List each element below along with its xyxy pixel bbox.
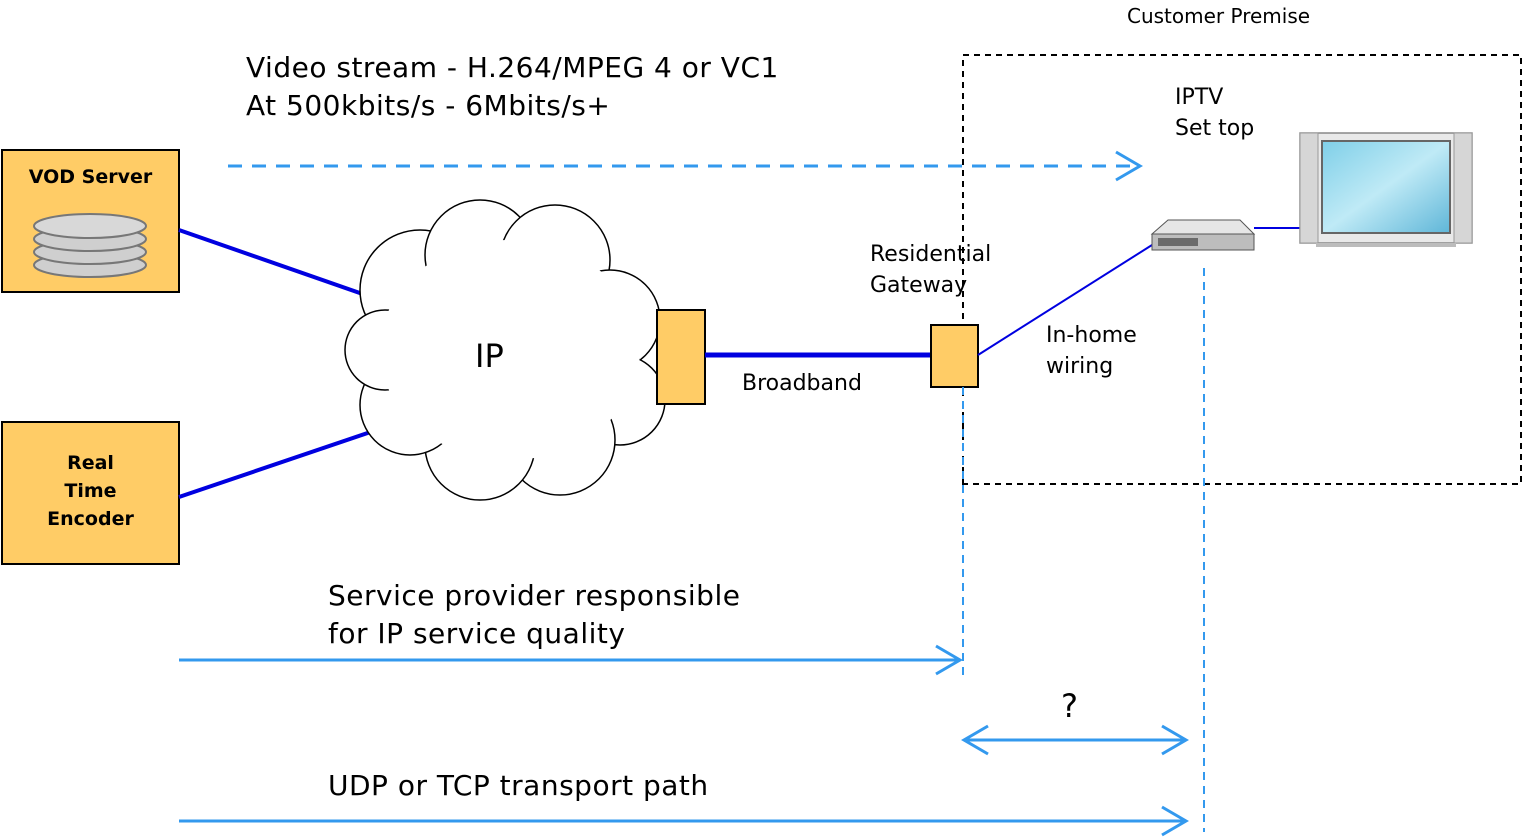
encoder-line3: Encoder <box>47 508 134 530</box>
residential-gateway-box <box>930 324 979 388</box>
database-icon <box>33 213 147 278</box>
gateway-label-line2: Gateway <box>870 273 968 298</box>
video-stream-arrow <box>228 150 1143 182</box>
unknown-segment-arrow <box>961 724 1189 756</box>
video-stream-line2: At 500kbits/s - 6Mbits/s+ <box>246 89 611 122</box>
ip-cloud <box>344 199 666 501</box>
transport-label: UDP or TCP transport path <box>328 769 709 802</box>
broadband-label: Broadband <box>742 371 862 396</box>
encoder-line1: Real <box>67 452 114 474</box>
question-label: ? <box>1061 687 1078 725</box>
wiring-label-line1: In-home <box>1046 323 1137 348</box>
provider-label-line2: for IP service quality <box>328 617 626 650</box>
customer-premise-label: Customer Premise <box>1127 4 1311 28</box>
vod-server-title: VOD Server <box>28 166 153 188</box>
encoder-box <box>1 421 180 565</box>
encoder-to-ip-arrow <box>178 420 401 499</box>
set-top-box-icon <box>1150 219 1256 251</box>
edge-router-box <box>656 309 706 405</box>
transport-path-arrow <box>179 805 1189 837</box>
in-home-wiring <box>977 244 1153 356</box>
television-icon <box>1299 132 1473 247</box>
settop-label-line1: IPTV <box>1175 85 1224 110</box>
video-stream-line1: Video stream - H.264/MPEG 4 or VC1 <box>246 51 779 84</box>
provider-label-line1: Service provider responsible <box>328 579 741 612</box>
customer-premise-boundary <box>962 54 1522 485</box>
service-provider-arrow <box>179 644 963 676</box>
settop-label-line2: Set top <box>1175 116 1255 141</box>
ip-cloud-label: IP <box>475 337 504 375</box>
encoder-line2: Time <box>64 480 117 502</box>
gateway-label-line1: Residential <box>870 242 992 267</box>
wiring-label-line2: wiring <box>1046 354 1114 379</box>
